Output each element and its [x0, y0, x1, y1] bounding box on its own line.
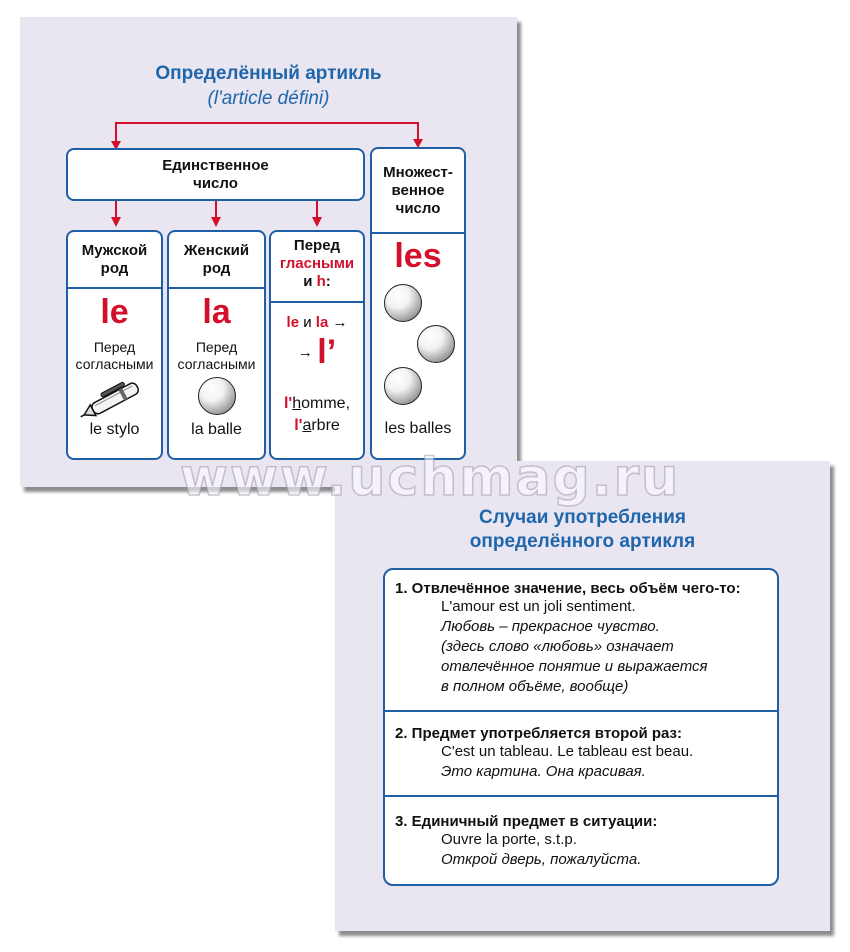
usage-card: Случаи употребления определённого артикл… — [335, 461, 830, 931]
fem-before-red: согласными — [177, 356, 256, 372]
case-2: 2. Предмет употребляется второй раз: C'e… — [395, 725, 694, 780]
case-3: 3. Единичный предмет в ситуации: Ouvre l… — [395, 813, 658, 868]
pen-icon — [80, 381, 139, 418]
article-la: la — [202, 293, 231, 331]
plural-head-3: число — [395, 199, 441, 217]
feminine-column: Женский род la Перед согласными la balle — [167, 230, 266, 460]
card1-subtitle: (l'article défini) — [207, 88, 330, 109]
plural-example: les balles — [384, 420, 452, 437]
singular-label: Единственное число — [162, 156, 269, 192]
fem-head-1: Женский — [183, 241, 250, 259]
ball-icon — [384, 367, 422, 405]
plural-head-2: венное — [391, 181, 445, 199]
vowel-result: → l’ — [297, 333, 337, 371]
divider — [385, 795, 777, 797]
arrows-diagram — [111, 122, 423, 227]
watermark: www.uchmag.ru — [179, 447, 681, 509]
fem-head-2: род — [202, 259, 231, 277]
ball-icon — [417, 325, 455, 363]
masculine-column: Мужской род le Перед согласными le stylo — [66, 230, 163, 460]
fem-before: Перед — [195, 339, 238, 355]
plural-head-1: Множест- — [383, 163, 453, 181]
ball-icon — [384, 284, 422, 322]
vowel-head-red: гласными — [279, 255, 355, 272]
vowel-example-1: l'homme, — [283, 395, 351, 412]
plural-column: Множест- венное число les les balles — [370, 147, 466, 460]
singular-box: Единственное число — [66, 148, 365, 201]
masc-before-red: согласными — [75, 356, 154, 372]
article-le: le — [100, 293, 129, 331]
card1-title: Определённый артикль — [155, 63, 382, 84]
article-les: les — [394, 237, 442, 275]
article-card: Определённый артикль (l'article défini) … — [20, 17, 517, 487]
vowel-column: Перед гласными и h: le и la → → l’ l'hom… — [269, 230, 365, 460]
vowel-head-h: h — [316, 273, 326, 290]
vowel-rule: le и la → — [286, 314, 348, 331]
vowel-head-colon: : — [325, 273, 331, 290]
usage-cases-box: 1. Отвлечённое значение, весь объём чего… — [383, 568, 779, 886]
vowel-example-2: l'arbre — [294, 417, 340, 434]
masc-example: le stylo — [89, 421, 140, 438]
divider — [385, 710, 777, 712]
vowel-head-and: и — [303, 273, 313, 290]
masc-head-1: Мужской — [81, 241, 148, 259]
vowel-head-1: Перед — [293, 237, 341, 254]
fem-example: la balle — [191, 421, 242, 438]
case-1: 1. Отвлечённое значение, весь объём чего… — [395, 580, 741, 695]
masc-before: Перед — [93, 339, 136, 355]
card2-title-2: определённого артикля — [469, 531, 696, 552]
card2-title-1: Случаи употребления — [479, 507, 686, 528]
ball-icon — [198, 377, 236, 415]
masc-head-2: род — [100, 259, 129, 277]
